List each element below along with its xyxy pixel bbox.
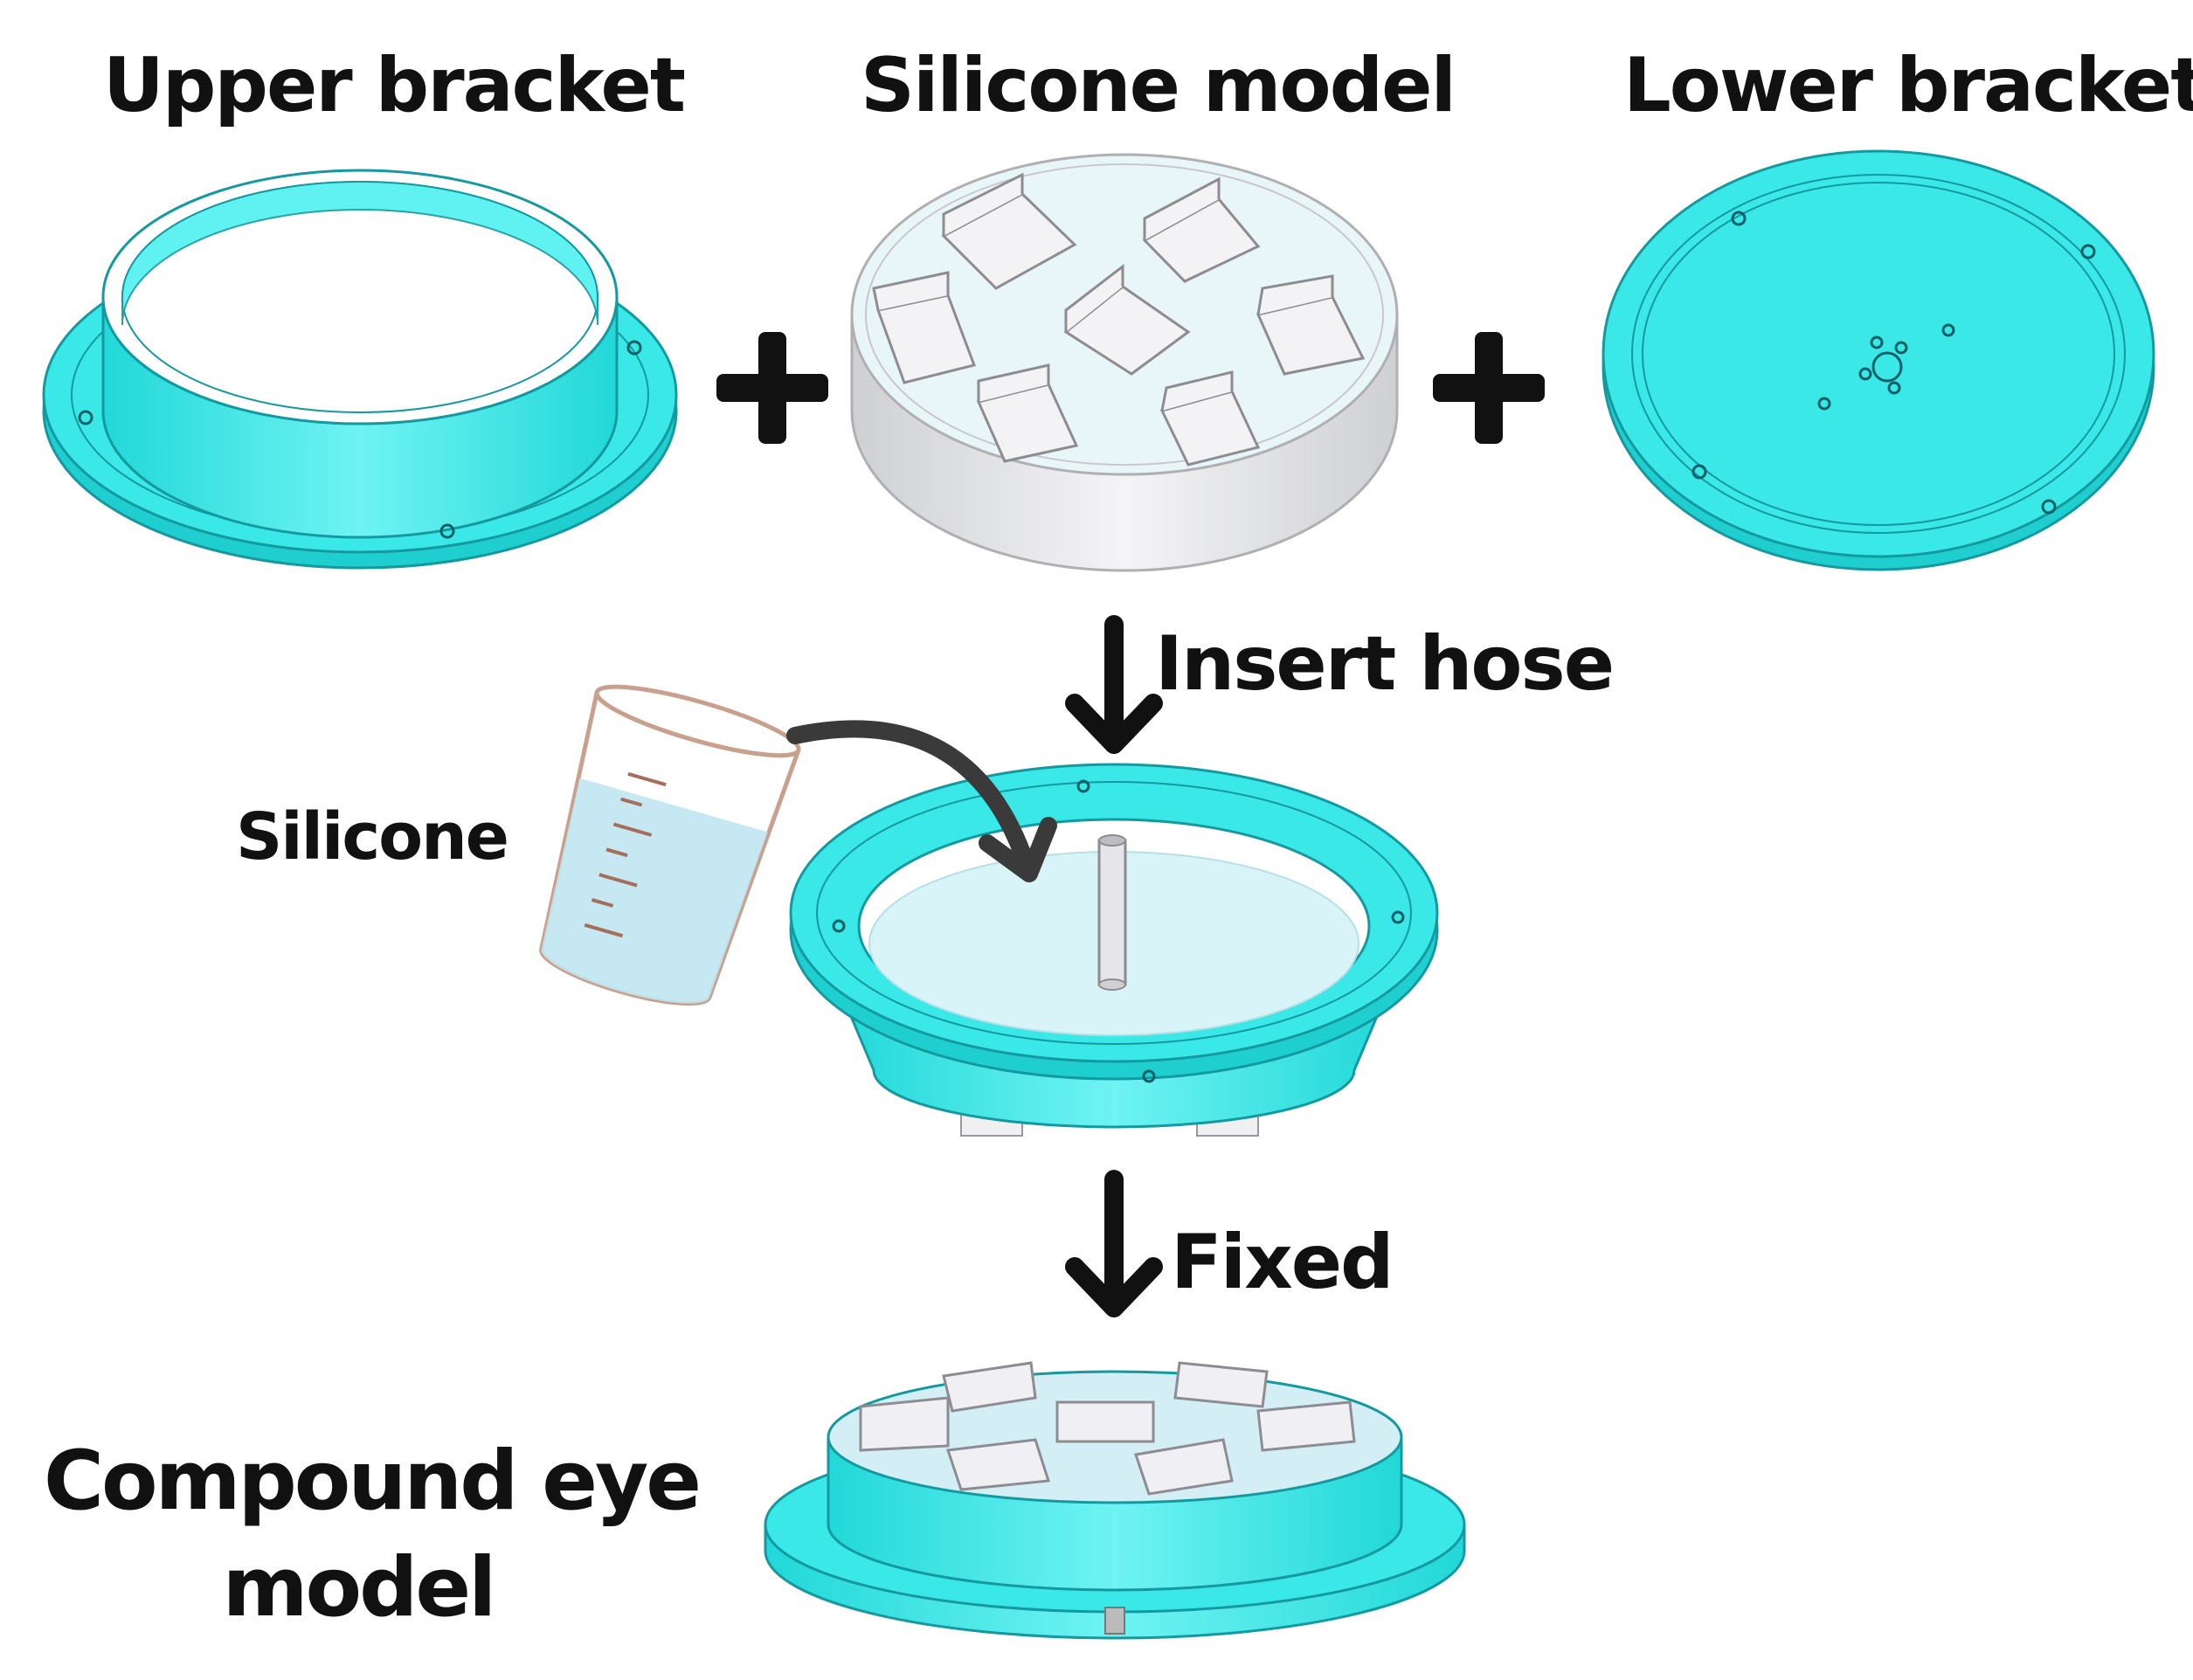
plus-icon: [716, 332, 828, 444]
compound-eye-model-label: Compound eye model: [44, 1428, 702, 1642]
plus-icon: [1433, 332, 1545, 444]
upper-bracket-part: [42, 169, 678, 570]
upper-bracket-title: Upper bracket: [103, 42, 686, 129]
down-arrow-icon: [1065, 1170, 1163, 1317]
insert-hose-label: Insert hose: [1155, 620, 1615, 708]
silicone-model-title: Silicone model: [861, 42, 1456, 129]
compound-eye-label-line1: Compound eye: [44, 1434, 702, 1529]
middle-assembly-part: [789, 763, 1439, 1137]
compound-eye-label-line2: model: [222, 1540, 497, 1635]
lower-bracket-title: Lower bracket: [1623, 42, 2193, 129]
silicone-label: Silicone: [236, 799, 509, 875]
fixed-label: Fixed: [1171, 1219, 1394, 1306]
silicone-model-part: [850, 153, 1399, 572]
beaker-icon: [539, 684, 801, 1006]
pour-arrow-icon: [786, 720, 1057, 882]
compound-eye-model-part: [764, 1361, 1466, 1640]
down-arrow-icon: [1065, 615, 1163, 754]
lower-bracket-part: [1602, 149, 2155, 571]
